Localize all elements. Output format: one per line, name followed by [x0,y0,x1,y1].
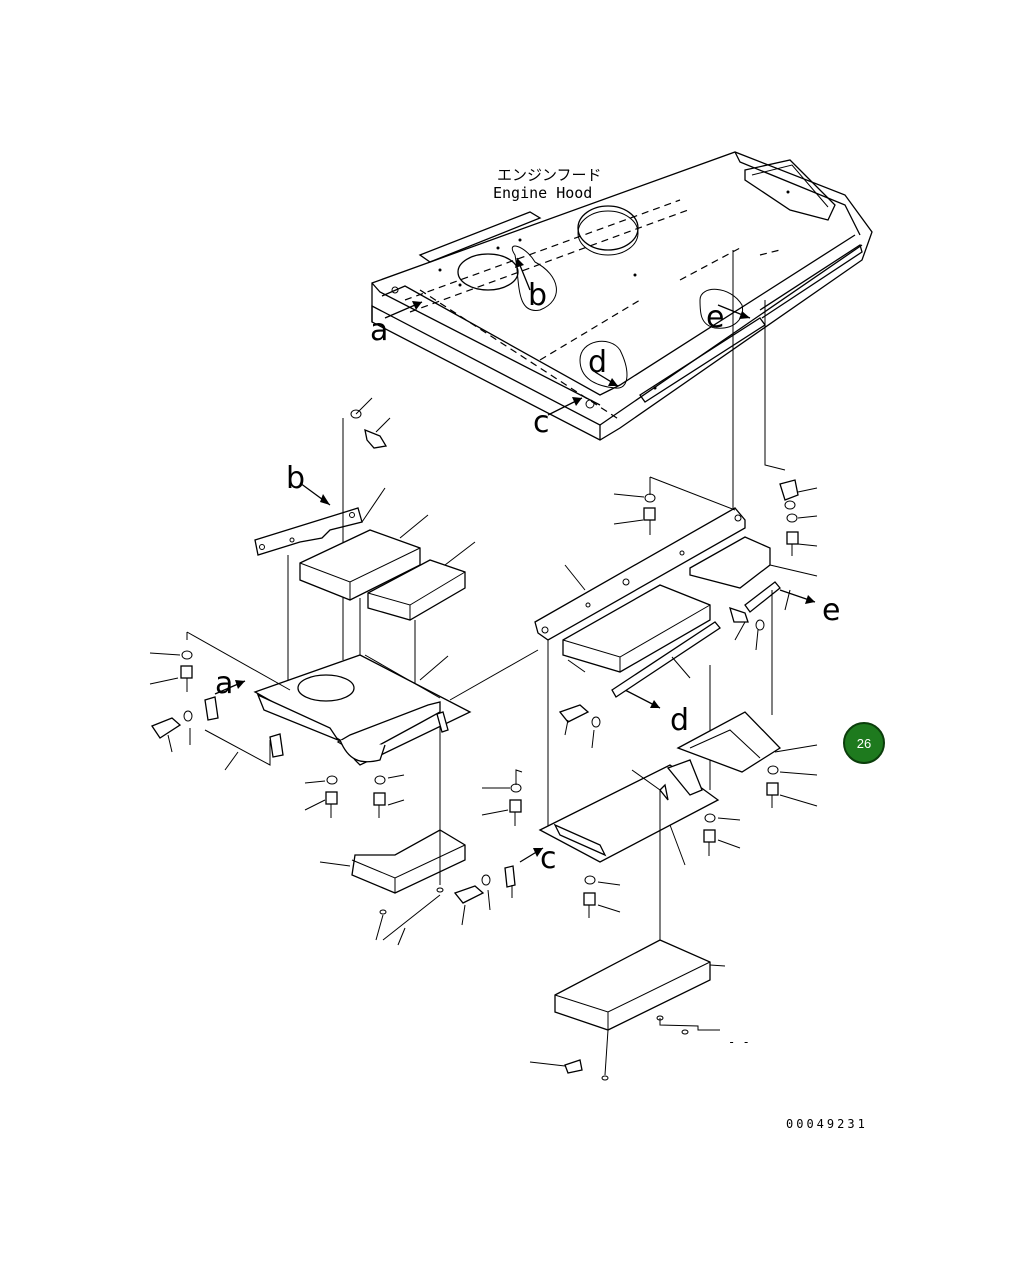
callout-d-part: d [670,703,689,738]
callout-arrows [214,257,816,863]
callout-letters: a b c d e b a c d e [215,278,840,876]
callout-c-hood: c [533,405,550,440]
hood-label-en: Engine Hood [493,184,592,202]
dash-mark: - - [728,1035,750,1049]
callout-e-hood: e [706,300,724,335]
left-bracket-assembly [149,397,476,946]
callout-e-part: e [822,593,840,628]
page-number-badge[interactable]: 26 [843,722,885,764]
callout-b-part: b [286,461,305,496]
hood-label-jp: エンジンフード [497,166,602,184]
callout-a-part: a [215,666,233,701]
callout-a-hood: a [370,313,388,348]
callout-b-hood: b [528,278,547,313]
engine-hood: エンジンフード Engine Hood [371,151,873,441]
callout-c-part: c [540,841,557,876]
callout-d-hood: d [588,345,607,380]
document-number: 00049231 [786,1117,868,1131]
right-bracket-assembly [449,250,818,1081]
